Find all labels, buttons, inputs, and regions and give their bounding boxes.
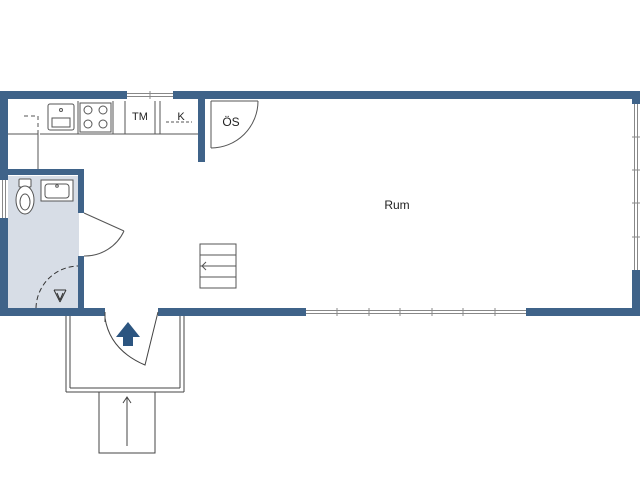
sink-icon [47,103,75,131]
dishwasher-label: TM [132,111,148,123]
interior-walls [0,99,205,312]
kitchen-counter [8,101,198,169]
stove-icon [79,102,112,133]
storage-label: ÖS [222,115,239,129]
shower-drain-icon [35,265,79,309]
toilet-icon [15,178,35,215]
fridge-label: K [177,111,185,123]
bathroom-sink-icon [40,179,74,202]
entrance-steps [98,392,156,454]
exterior-walls [0,91,640,316]
main-room-label: Rum [384,198,409,212]
entrance-arrow-icon [116,322,140,346]
porch [65,316,185,393]
entrance-door [104,311,159,366]
windows [0,91,640,316]
storage-door [210,100,259,149]
bathroom-door [83,212,125,257]
stair-icon [199,243,237,289]
